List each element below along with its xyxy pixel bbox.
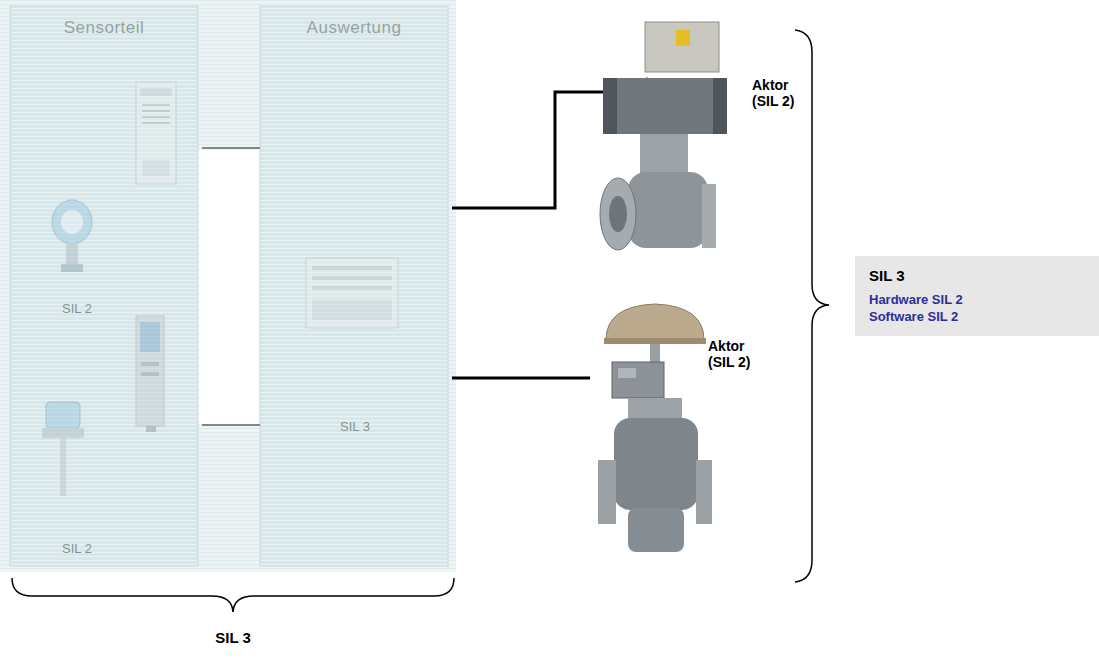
- box-body: Software SIL 2: [869, 310, 958, 325]
- sensor-pictures-part: [312, 266, 392, 270]
- sensor-pictures-part: [136, 316, 164, 426]
- rotary-actuator: [595, 22, 727, 250]
- brace: [12, 578, 454, 612]
- sensor-column: SensorteilSIL 2 SIL 2: [10, 6, 202, 566]
- box-heading: SIL 3: [869, 267, 905, 284]
- panel-background: [0, 0, 456, 572]
- rotary-actuator-part: [603, 78, 727, 134]
- sensor-pictures-part: [312, 300, 392, 320]
- rotary-actuator-part: [645, 22, 719, 72]
- rotary-actuator-part: [640, 134, 688, 174]
- rotary-actuator-part: [676, 30, 690, 46]
- sensor-pictures-part: [140, 322, 160, 352]
- sensor-pictures-part: [140, 88, 172, 96]
- sensor-pictures-part: [141, 372, 159, 376]
- rotary-actuator-part: [628, 172, 708, 248]
- evaluation-column: AuswertungSIL 3: [260, 6, 452, 566]
- globe-valve-part: [618, 368, 636, 378]
- rotary-actuator-part: [600, 178, 636, 250]
- sensor-pictures-part: [66, 243, 78, 265]
- actuator-label: Aktor (SIL 2): [708, 338, 768, 370]
- bracket-label: SIL 3: [183, 629, 283, 646]
- sensor-pictures-part: [42, 428, 84, 438]
- panel-background-part: [260, 6, 448, 566]
- globe-valve-part: [606, 304, 704, 340]
- connector-line: [452, 92, 595, 208]
- sensor-pictures-part: [312, 276, 392, 280]
- brace: [795, 30, 829, 582]
- globe-valve: [598, 304, 712, 552]
- globe-valve-part: [598, 460, 616, 524]
- panel-background-part: [10, 6, 198, 566]
- sensor-pictures-part: [142, 104, 170, 106]
- sensor-pictures-part: [136, 82, 176, 184]
- sil-label: SIL 3: [310, 420, 400, 435]
- sensor-pictures-part: [141, 362, 159, 366]
- sensor-pictures-part: [142, 116, 170, 118]
- actuator-label: Aktor (SIL 2): [752, 77, 810, 109]
- connector-line: [452, 377, 590, 380]
- rotary-actuator-part: [702, 184, 716, 248]
- sensor-pictures-part: [52, 200, 92, 244]
- connector-line: [202, 147, 260, 149]
- panel-background-part: [198, 150, 260, 424]
- sensor-pictures-part: [61, 210, 83, 234]
- actuator: Aktor (SIL 2): [590, 298, 780, 560]
- column-title: Auswertung: [260, 18, 448, 38]
- globe-valve-part: [628, 508, 684, 552]
- globe-valve-part: [696, 460, 712, 524]
- sensor-pictures-part: [146, 426, 156, 432]
- summary-box: SIL 3 Hardware SIL 2 Software SIL 2: [855, 256, 1099, 336]
- sensor-pictures-part: [61, 264, 83, 272]
- rotary-actuator-part: [603, 78, 617, 134]
- box-body: Hardware SIL 2: [869, 293, 963, 308]
- globe-valve-part: [628, 398, 682, 418]
- sil-label: SIL 2: [27, 542, 127, 557]
- rotary-actuator-part: [713, 78, 727, 134]
- panel-background-part: [0, 0, 456, 572]
- sensor-pictures-part: [46, 402, 80, 428]
- actuator: Aktor (SIL 2): [595, 20, 814, 265]
- sensor-pictures-part: [60, 438, 66, 496]
- globe-valve-part: [612, 362, 664, 398]
- sensor-pictures-part: [306, 258, 398, 328]
- globe-valve-part: [604, 338, 706, 344]
- connector-line: [202, 424, 260, 426]
- rotary-actuator-part: [609, 196, 627, 232]
- globe-valve-part: [614, 418, 698, 510]
- sensor-pictures-part: [142, 160, 170, 176]
- sensor-pictures-part: [142, 110, 170, 112]
- column-title: Sensorteil: [10, 18, 198, 38]
- sensor-pictures-part: [312, 286, 392, 290]
- sil-label: SIL 2: [27, 302, 127, 317]
- sensor-pictures-part: [142, 122, 170, 124]
